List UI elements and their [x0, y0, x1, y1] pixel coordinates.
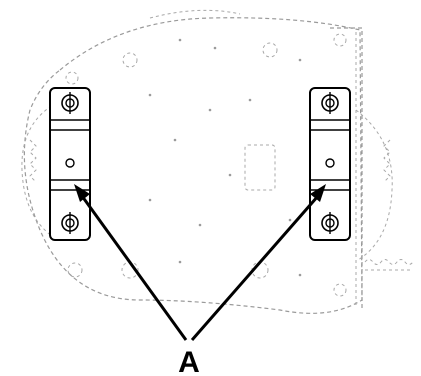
center-hole-icon — [325, 158, 335, 168]
left-arrow-line — [80, 195, 188, 341]
left-arrowhead-icon — [74, 184, 90, 202]
right-arrowhead-icon — [310, 184, 326, 202]
center-hole-icon — [65, 158, 75, 168]
top-screw-icon — [321, 92, 339, 114]
device-base-outline — [21, 9, 414, 314]
callout-label: A — [178, 346, 200, 376]
right-arrow-line — [190, 195, 320, 341]
bottom-screw-icon — [61, 212, 79, 234]
left-mounting-bracket — [49, 87, 91, 241]
right-mounting-bracket — [309, 87, 351, 241]
bottom-screw-icon — [321, 212, 339, 234]
callout-arrows — [74, 184, 326, 341]
top-screw-icon — [61, 92, 79, 114]
